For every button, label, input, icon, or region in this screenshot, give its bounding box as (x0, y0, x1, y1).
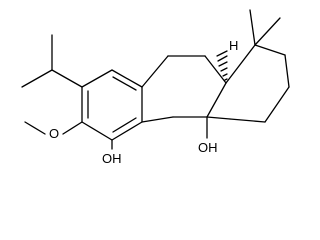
gem-dimethyl (249, 9, 281, 46)
hydrogen-label: H (229, 38, 238, 53)
chemical-structure: OH O OH H (21, 9, 290, 166)
oh-phenol-label: OH (102, 151, 122, 166)
hashed-wedge-bond (216, 50, 228, 81)
oh-tertiary-label: OH (198, 140, 218, 155)
cyclohexane-ring (206, 44, 290, 123)
aromatic-ring (81, 69, 143, 141)
seven-membered-ring (141, 55, 227, 123)
methoxy-oxygen-label: O (49, 126, 59, 141)
isopropyl-group (21, 34, 83, 88)
methoxy-group (24, 121, 83, 135)
